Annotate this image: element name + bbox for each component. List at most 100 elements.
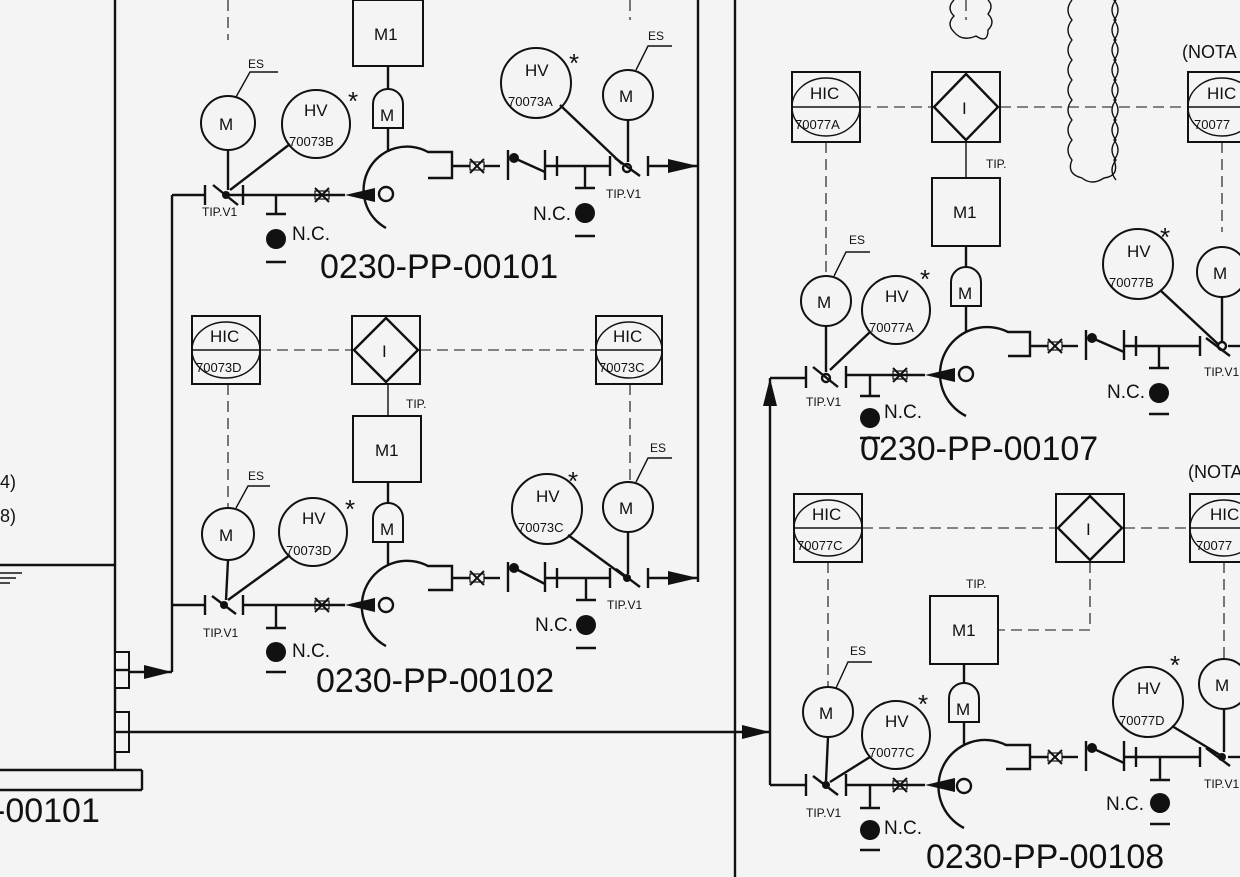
hv-70077d[interactable] <box>1112 666 1184 738</box>
pump-tag-107: 0230-PP-00107 <box>860 430 1098 468</box>
motor-m-101: M <box>380 106 394 125</box>
es-107-suction: ES <box>849 233 865 247</box>
suction-valve-107[interactable] <box>804 366 848 388</box>
nc-107-suction: N.C. <box>884 402 922 423</box>
hic-70077a-hic: HIC <box>810 84 839 103</box>
hv-70077a[interactable] <box>861 275 931 345</box>
note-107: (NOTA <box>1182 42 1237 62</box>
discharge-valve-108[interactable] <box>1198 747 1231 767</box>
hv-70077d-star: * <box>1170 650 1180 680</box>
hic-70073d-hic: HIC <box>210 327 239 346</box>
tipv1-102-discharge: TIP.V1 <box>607 598 642 612</box>
tipv1-107-discharge: TIP.V1 <box>1204 365 1239 379</box>
hv-70077a-star: * <box>920 264 930 294</box>
actuator-m-107-suction-label: M <box>817 293 831 312</box>
pump-group-107: HIC 70077A I HIC 70077 (NOTA TIP. M1 M <box>763 42 1240 785</box>
cloud-outline <box>949 0 1119 183</box>
hv-70077c[interactable] <box>861 700 931 770</box>
left-fragment-a: 4) <box>0 472 16 492</box>
hv-70077c-hv: HV <box>885 712 909 731</box>
pump-casing-102[interactable] <box>360 559 454 648</box>
motor-m1-102[interactable] <box>352 415 422 483</box>
actuator-m-102-suction-label: M <box>219 526 233 545</box>
nc-108-discharge: N.C. <box>1106 794 1144 815</box>
hv-70073a[interactable] <box>500 47 572 119</box>
motor-m1-107-label: M1 <box>953 203 977 222</box>
hic-70073c-tag: 70073C <box>599 360 645 375</box>
tipv1-101-suction: TIP.V1 <box>202 205 237 219</box>
suction-valve-101[interactable] <box>203 184 245 206</box>
tip-107: TIP. <box>986 157 1006 171</box>
hv-70077a-hv: HV <box>885 287 909 306</box>
hic-70077-r2-hic: HIC <box>1210 505 1239 524</box>
pump-group-108: HIC 70077C I HIC 70077 (NOTA TIP. M1 M <box>770 462 1240 876</box>
hv-70077b[interactable] <box>1102 228 1174 300</box>
nc-101-suction: N.C. <box>292 224 330 245</box>
tank-tag: -00101 <box>0 792 100 830</box>
tank-connections <box>129 665 770 739</box>
es-108-suction: ES <box>850 644 866 658</box>
hic-70077c-hic: HIC <box>812 505 841 524</box>
pump-group-102: HIC 70073D I HIC 70073C TIP. M1 M N.C <box>172 315 698 700</box>
actuator-m-108-suction-label: M <box>819 704 833 723</box>
hv-70073b-hv: HV <box>304 101 328 120</box>
hv-70077b-tag: 70077B <box>1109 275 1154 290</box>
actuator-m-101-suction-label: M <box>219 115 233 134</box>
hv-70077b-star: * <box>1160 222 1170 252</box>
hv-70073d-tag: 70073D <box>286 543 332 558</box>
hic-70077c-tag: 70077C <box>797 538 843 553</box>
hic-70077-r1-hic: HIC <box>1207 84 1236 103</box>
hv-70077b-hv: HV <box>1127 242 1151 261</box>
motor-m1-108-label: M1 <box>952 621 976 640</box>
hv-70073b-star: * <box>348 86 358 116</box>
pump-casing-108[interactable] <box>937 738 1032 830</box>
pump-group-101: M1 M N.C. N.C. TIP.V1 TIP.V1 M ES HV 700… <box>170 0 698 672</box>
hv-70073a-tag: 70073A <box>508 94 553 109</box>
tipv1-108-suction: TIP.V1 <box>806 806 841 820</box>
suction-valve-102[interactable] <box>203 595 245 615</box>
hv-70077a-tag: 70077A <box>869 320 914 335</box>
es-101-suction: ES <box>248 57 264 71</box>
es-102-discharge: ES <box>650 441 666 455</box>
actuator-m-108-discharge-label: M <box>1215 676 1229 695</box>
tipv1-107-suction: TIP.V1 <box>806 395 841 409</box>
hv-70073c-hv: HV <box>536 487 560 506</box>
es-102-suction: ES <box>248 469 264 483</box>
pump-tag-102: 0230-PP-00102 <box>316 662 554 700</box>
nc-101-discharge: N.C. <box>533 204 571 225</box>
frame-lines <box>0 0 967 877</box>
suction-valve-108[interactable] <box>804 774 848 796</box>
actuator-m-107-discharge-label: M <box>1213 264 1227 283</box>
hv-70073c-tag: 70073C <box>518 520 564 535</box>
hic-70073d-tag: 70073D <box>196 360 242 375</box>
tipv1-101-discharge: TIP.V1 <box>606 187 641 201</box>
actuator-m-101-discharge-label: M <box>619 87 633 106</box>
tip-108: TIP. <box>966 577 986 591</box>
tip-102: TIP. <box>406 397 426 411</box>
tipv1-108-discharge: TIP.V1 <box>1204 777 1239 791</box>
pump-casing-107[interactable] <box>938 325 1032 418</box>
hv-70073d-hv: HV <box>302 509 326 528</box>
nc-102-discharge: N.C. <box>535 615 573 636</box>
pump-casing-101[interactable] <box>362 145 454 230</box>
hv-70073a-star: * <box>569 48 579 78</box>
motor-m-102: M <box>380 520 394 539</box>
hv-70077d-hv: HV <box>1137 679 1161 698</box>
hv-70073d[interactable] <box>278 497 348 567</box>
hic-70077a-tag: 70077A <box>795 117 840 132</box>
nc-108-suction: N.C. <box>884 818 922 839</box>
hv-70073c[interactable] <box>511 473 583 545</box>
motor-m1-107[interactable] <box>931 177 1001 247</box>
pump-tag-108: 0230-PP-00108 <box>926 838 1164 876</box>
motor-m-108: M <box>956 700 970 719</box>
hv-70073d-star: * <box>345 494 355 524</box>
discharge-valve-107[interactable] <box>1198 336 1231 357</box>
pump-tag-101: 0230-PP-00101 <box>320 248 558 286</box>
nc-102-suction: N.C. <box>292 641 330 662</box>
interlock-102-label: I <box>382 342 387 361</box>
motor-m-107: M <box>958 284 972 303</box>
hv-70073b[interactable] <box>281 89 351 159</box>
actuator-m-102-discharge-label: M <box>619 499 633 518</box>
hv-70077c-tag: 70077C <box>869 745 915 760</box>
